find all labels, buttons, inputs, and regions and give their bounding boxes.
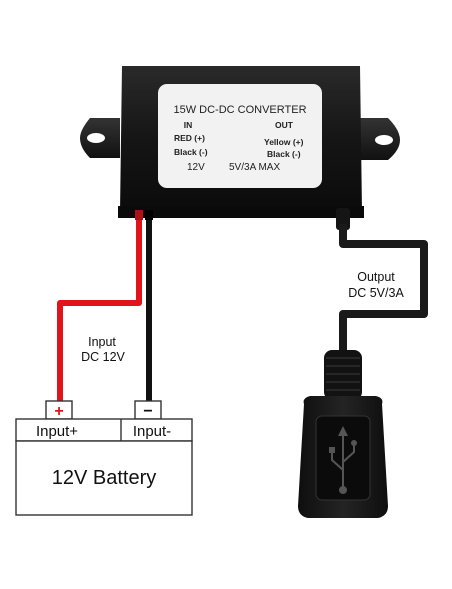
converter-bottom-edge bbox=[118, 206, 364, 218]
battery-terminal-positive-label: Input+ bbox=[36, 423, 78, 440]
battery-terminal-negative-label: Input- bbox=[133, 423, 171, 440]
converter-out-positive: Yellow (+) bbox=[264, 137, 304, 147]
black-wire-strain-relief bbox=[145, 210, 153, 220]
left-mounting-hole bbox=[87, 133, 105, 143]
input-label-line1: Input bbox=[88, 335, 116, 349]
converter-out-header: OUT bbox=[275, 120, 294, 130]
converter-in-positive: RED (+) bbox=[174, 133, 205, 143]
output-label-line2: DC 5V/3A bbox=[348, 286, 404, 300]
output-cable: Output DC 5V/3A bbox=[336, 208, 428, 352]
input-wires bbox=[57, 210, 153, 402]
battery: + − Input+ Input- 12V Battery bbox=[15, 400, 193, 516]
converter-out-negative: Black (-) bbox=[267, 149, 301, 159]
converter-title: 15W DC-DC CONVERTER bbox=[173, 104, 306, 116]
converter-in-negative: Black (-) bbox=[174, 147, 208, 157]
converter-out-rating: 5V/3A MAX bbox=[229, 162, 280, 173]
converter-in-voltage: 12V bbox=[187, 162, 205, 173]
usb-logo-icon bbox=[329, 426, 357, 494]
input-label-line2: DC 12V bbox=[81, 350, 125, 364]
usb-strain-relief bbox=[324, 350, 362, 400]
red-input-wire bbox=[57, 214, 142, 402]
output-cable-wire bbox=[339, 224, 428, 352]
converter-in-header: IN bbox=[184, 120, 193, 130]
converter-module: 15W DC-DC CONVERTER IN OUT RED (+) Yello… bbox=[80, 66, 400, 218]
usb-strain-relief-ribs bbox=[326, 357, 360, 391]
converter-label-panel bbox=[158, 84, 322, 188]
output-label-line1: Output bbox=[357, 270, 395, 284]
battery-positive-symbol: + bbox=[54, 403, 63, 420]
battery-label: 12V Battery bbox=[52, 467, 157, 489]
battery-negative-symbol: − bbox=[143, 403, 152, 420]
usb-connector bbox=[298, 350, 388, 518]
battery-body bbox=[15, 440, 193, 516]
red-wire-strain-relief bbox=[135, 210, 143, 220]
right-mounting-hole bbox=[375, 135, 393, 145]
